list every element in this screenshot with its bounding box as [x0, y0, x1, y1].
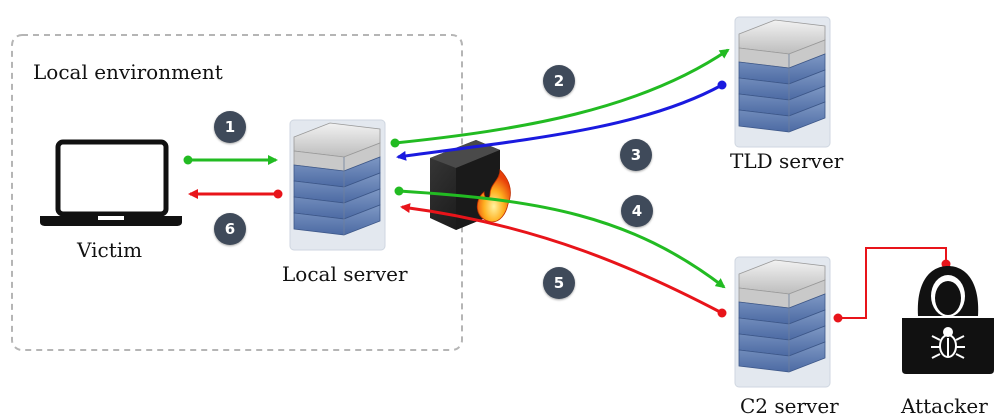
step-badge-2: 2 [543, 65, 575, 97]
server-rack-icon [734, 16, 831, 148]
server-rack-icon [289, 119, 386, 251]
local-environment-box [11, 34, 463, 351]
arrow-step-2 [394, 48, 730, 145]
server-rack-icon [734, 256, 831, 388]
step-badge-1: 1 [214, 111, 246, 143]
local-server-label: Local server [282, 262, 408, 286]
victim-label: Victim [77, 238, 143, 262]
bug-icon [931, 327, 965, 359]
step-badge-4: 4 [621, 195, 653, 227]
tld-server-label: TLD server [730, 149, 844, 173]
firewall-icon [430, 140, 511, 230]
attacker-label: Attacker [901, 394, 988, 418]
arrow-step-4 [398, 189, 726, 289]
arrow-step-5 [400, 203, 723, 315]
step-badge-5: 5 [543, 267, 575, 299]
local-environment-label: Local environment [33, 60, 223, 84]
arrow-step-3 [396, 83, 723, 161]
c2-server-label: C2 server [740, 394, 839, 418]
laptop-icon [40, 139, 182, 226]
hacker-icon [902, 266, 994, 374]
step-badge-6: 6 [214, 213, 246, 245]
c2-attacker-link [838, 247, 947, 319]
step-badge-3: 3 [620, 139, 652, 171]
